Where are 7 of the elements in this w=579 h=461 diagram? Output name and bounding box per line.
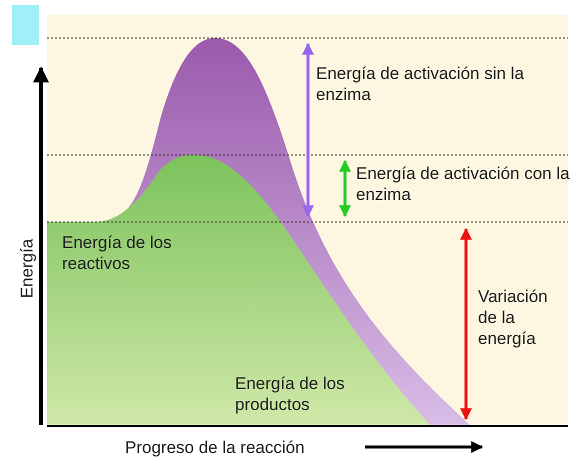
- axis-label: Progreso de la reacción: [125, 437, 306, 458]
- annotation-text: Energía de activación con la enzima: [356, 163, 571, 205]
- annotation-text: Energía de activación sin la enzima: [316, 63, 525, 105]
- annotation-text: Energía de los productos: [235, 373, 346, 415]
- annotation-text: Variación de la energía: [478, 286, 549, 349]
- axis-label: Energía: [16, 238, 38, 300]
- annotation-text: Energía de los reactivos: [62, 232, 173, 274]
